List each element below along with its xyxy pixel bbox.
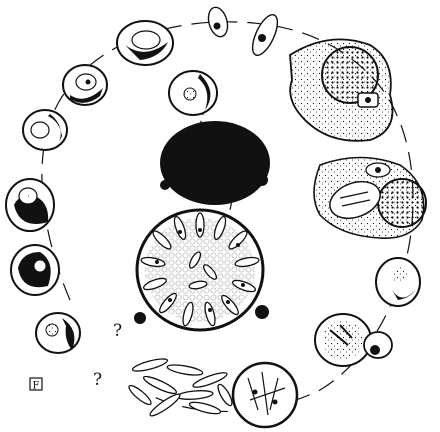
infected-cell-6 xyxy=(10,244,60,296)
central-cyst-upper xyxy=(160,121,270,205)
oocyst-bottom xyxy=(231,361,299,429)
corner-mark: F xyxy=(33,381,40,392)
sporozoite-upper-left xyxy=(207,6,229,38)
sporozoite-upper-right xyxy=(251,14,279,56)
gametocyte-cell-right-2 xyxy=(314,313,393,367)
tissue-cysts-right xyxy=(313,156,427,239)
sporozoite-cluster-bottom xyxy=(128,358,233,417)
infected-cell-3 xyxy=(168,70,218,116)
central-schizont xyxy=(134,208,269,332)
infected-cell-7 xyxy=(35,312,81,354)
infected-cell-2 xyxy=(62,64,108,106)
infected-cell-4 xyxy=(22,109,68,151)
gametocyte-cell-right-1 xyxy=(375,257,421,307)
tissue-cyst-upper-right xyxy=(289,38,394,142)
infected-cell-5 xyxy=(5,178,55,232)
infected-cell-1 xyxy=(116,20,174,66)
question-mark-upper: ? xyxy=(113,321,122,341)
corner-mark-box xyxy=(29,377,43,391)
cycle-path xyxy=(41,21,414,412)
question-mark-lower: ? xyxy=(93,370,102,390)
